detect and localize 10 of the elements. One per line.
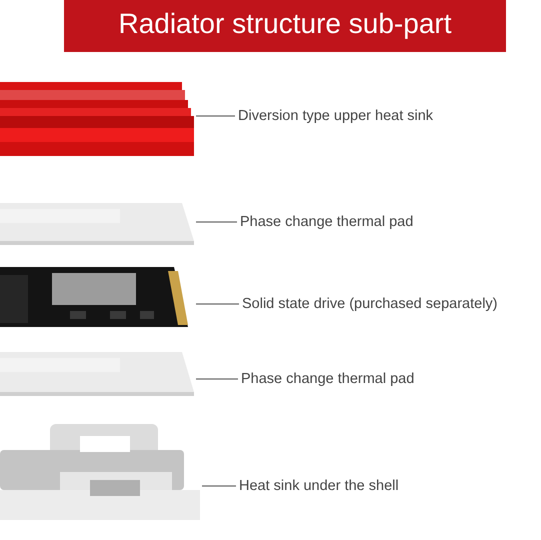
picture [0,82,196,156]
part-label: Phase change thermal pad [240,213,414,231]
part-label: Heat sink under the shell [239,477,399,495]
part-label: Diversion type upper heat sink [238,107,434,125]
part-label: Phase change thermal pad [241,370,414,388]
title-banner: Radiator structure sub-part [64,0,506,52]
picture [0,352,196,396]
picture [0,203,196,245]
part-label: Solid state drive (purchased separately) [242,295,498,313]
leader-line [196,378,238,380]
